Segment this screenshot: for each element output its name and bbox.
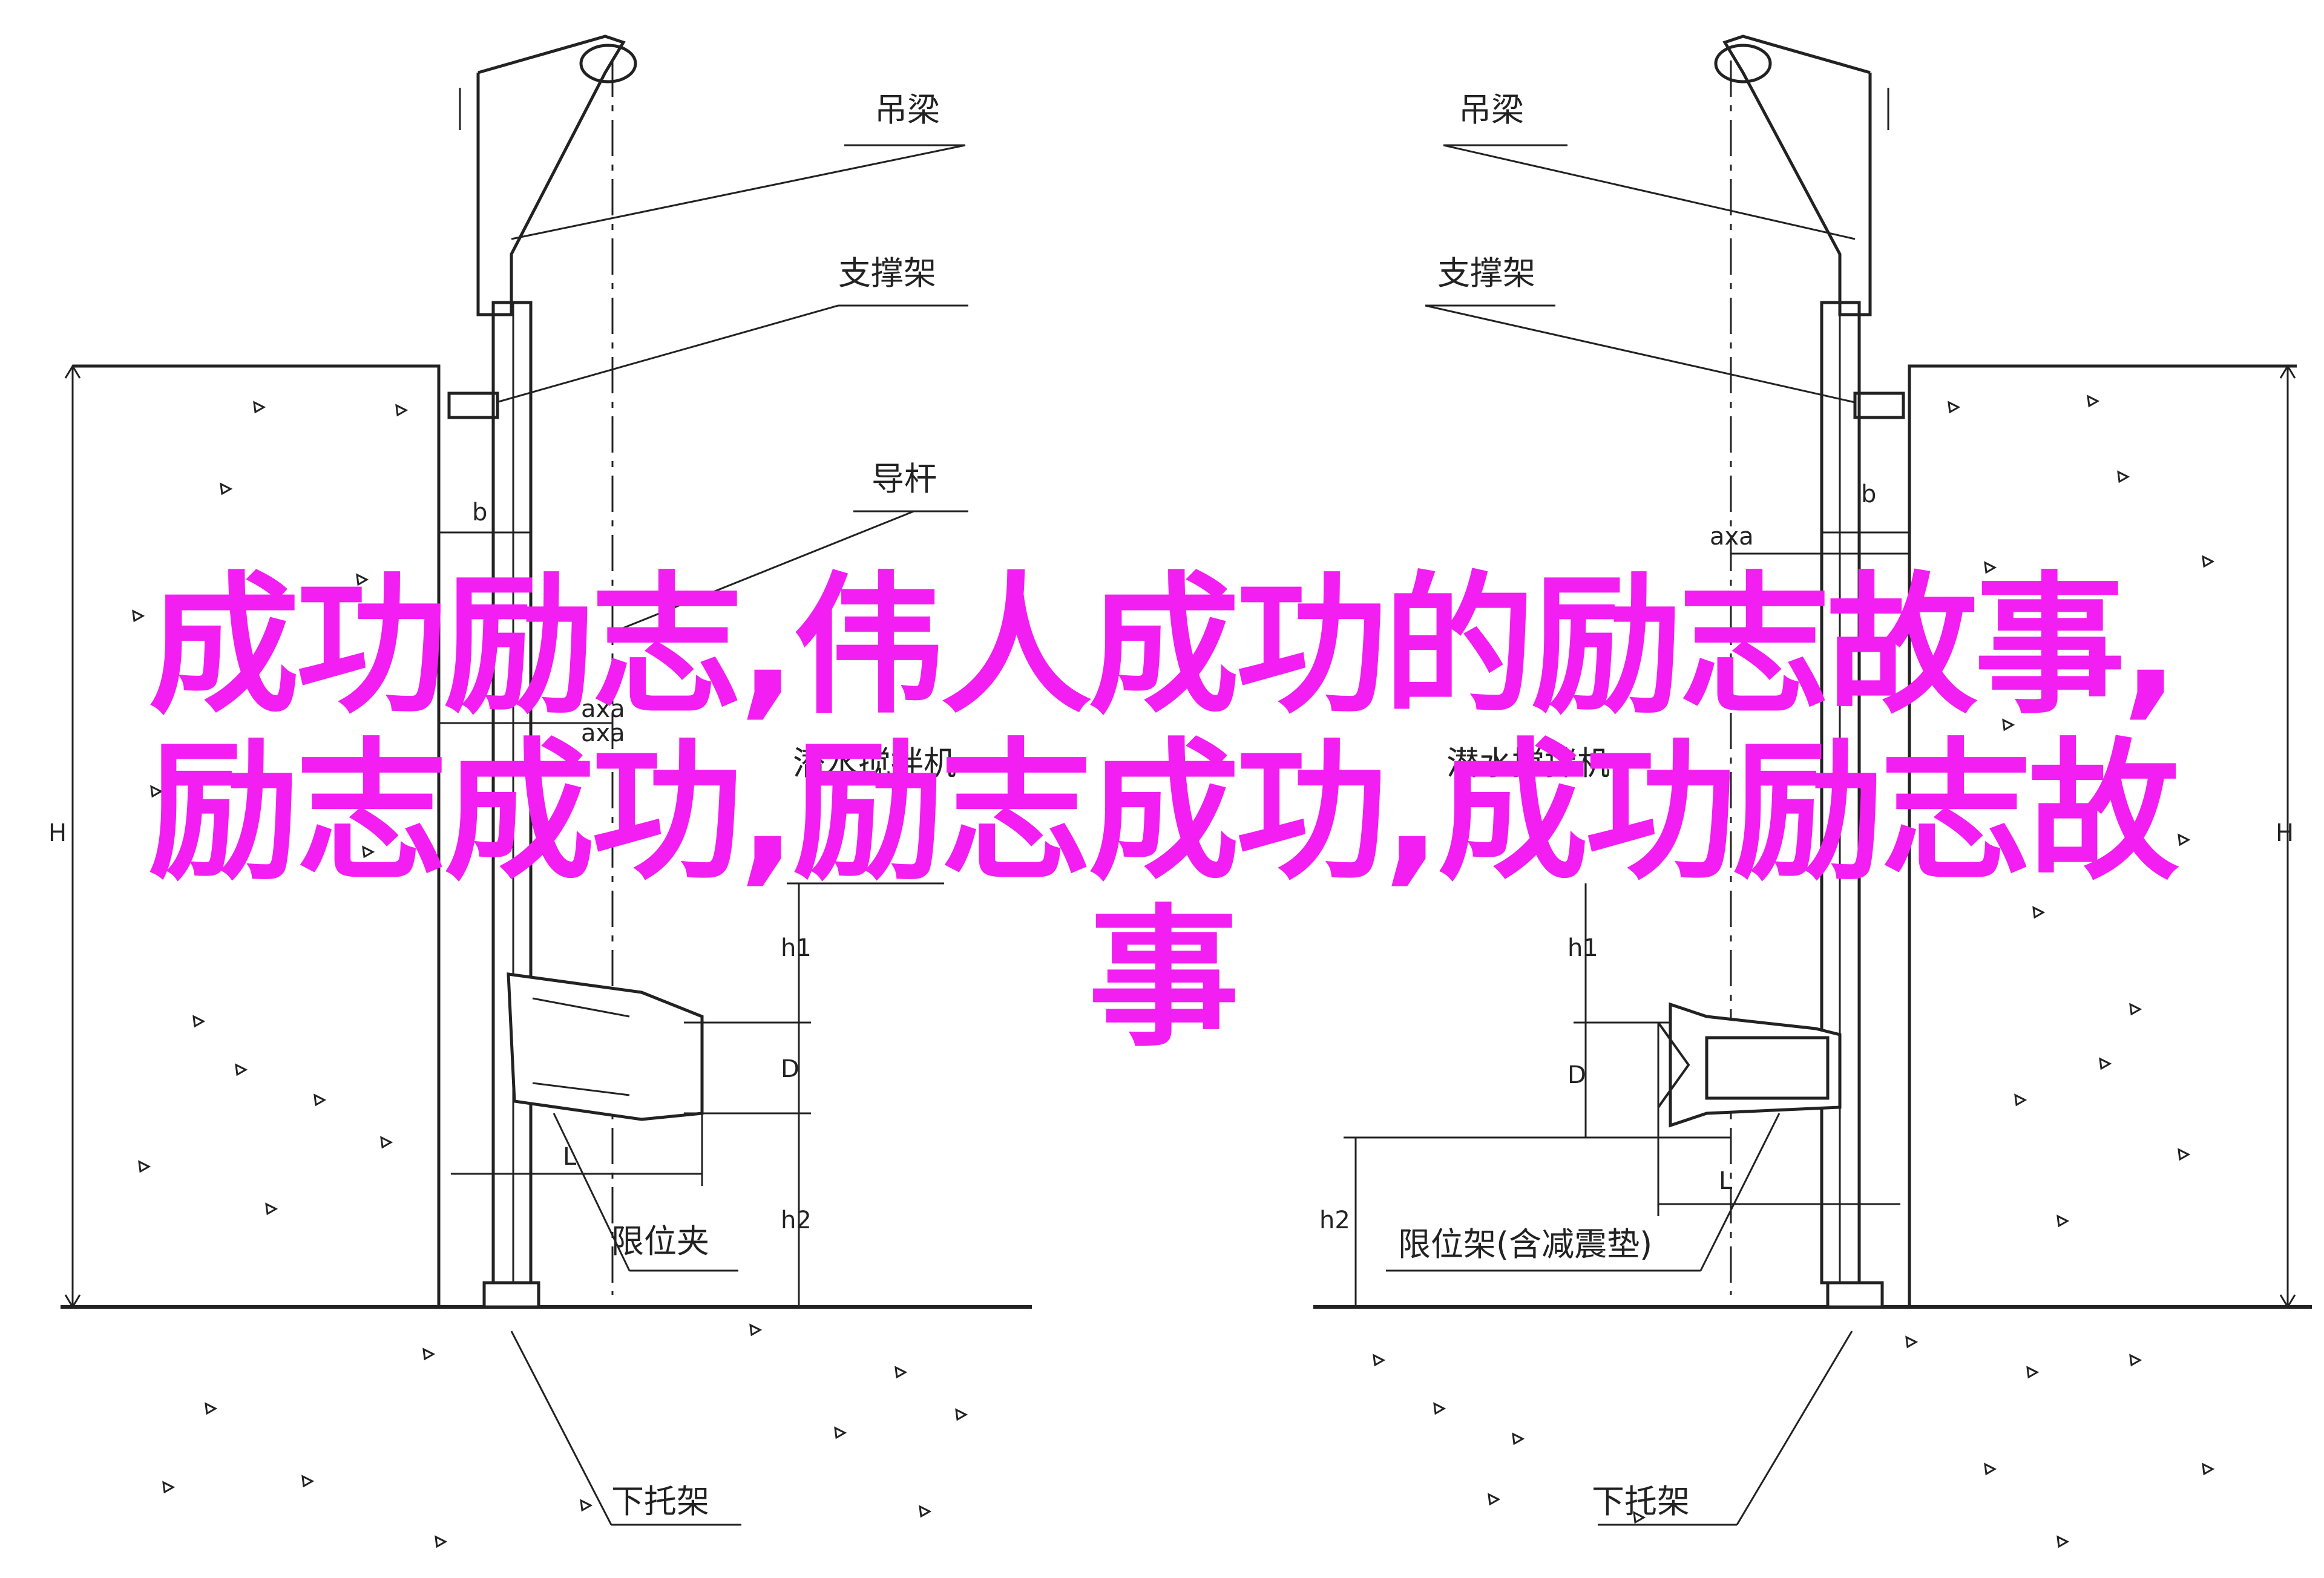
right-label-mixer: 潜水搅拌机 [1446, 744, 1610, 782]
overlay-line-3: 事 [1088, 891, 1239, 1067]
left-dim-L: L [563, 1143, 577, 1171]
right-dim-b: b [1861, 480, 1876, 508]
left-label-brace: 支撑架 [838, 254, 936, 292]
overlay-title: 成功励志,伟人成功的励志故事, 励志成功,励志成功,成功励志故 事 [0, 563, 2324, 1062]
left-dim-axa: axa [581, 695, 625, 723]
left-dim-axa-2: axa [581, 719, 625, 747]
right-wall [1908, 364, 2297, 1307]
right-label-beam: 吊梁 [1459, 91, 1524, 129]
left-label-guide: 导杆 [872, 460, 937, 498]
right-drawing [1313, 34, 2312, 1526]
concrete-hatching [132, 394, 2215, 1548]
right-crane [1722, 34, 1872, 316]
right-label-brace: 支撑架 [1437, 254, 1535, 292]
right-dim-h2: h2 [1319, 1206, 1350, 1234]
left-wall [73, 364, 441, 1307]
left-label-mixer: 潜水搅拌机 [793, 744, 956, 782]
left-label-beam: 吊梁 [875, 91, 940, 129]
left-crane [476, 34, 626, 316]
overlay-line-2: 励志成功,励志成功,成功励志故 [148, 724, 2179, 900]
right-dim-h1: h1 [1567, 934, 1598, 962]
overlay-line-1: 成功励志,伟人成功的励志故事, [148, 558, 2179, 734]
left-dim-D: D [781, 1055, 799, 1083]
left-label-bracket: 下托架 [611, 1482, 709, 1521]
left-dim-b: b [472, 499, 487, 526]
left-dim-H: H [48, 819, 67, 847]
right-label-frame: 限位架(含减震垫) [1398, 1225, 1652, 1263]
right-dim-L: L [1719, 1167, 1733, 1195]
left-dim-h2: h2 [781, 1206, 812, 1234]
left-drawing [61, 34, 1032, 1526]
left-dim-h1: h1 [781, 934, 812, 962]
right-mixer [1657, 1002, 1842, 1128]
right-dim-axa: axa [1710, 523, 1754, 551]
right-label-bracket: 下托架 [1592, 1482, 1690, 1521]
left-label-clamp: 限位夹 [611, 1222, 709, 1260]
right-dim-H: H [2276, 819, 2294, 847]
left-mixer [507, 972, 704, 1121]
right-dim-D: D [1567, 1061, 1586, 1089]
